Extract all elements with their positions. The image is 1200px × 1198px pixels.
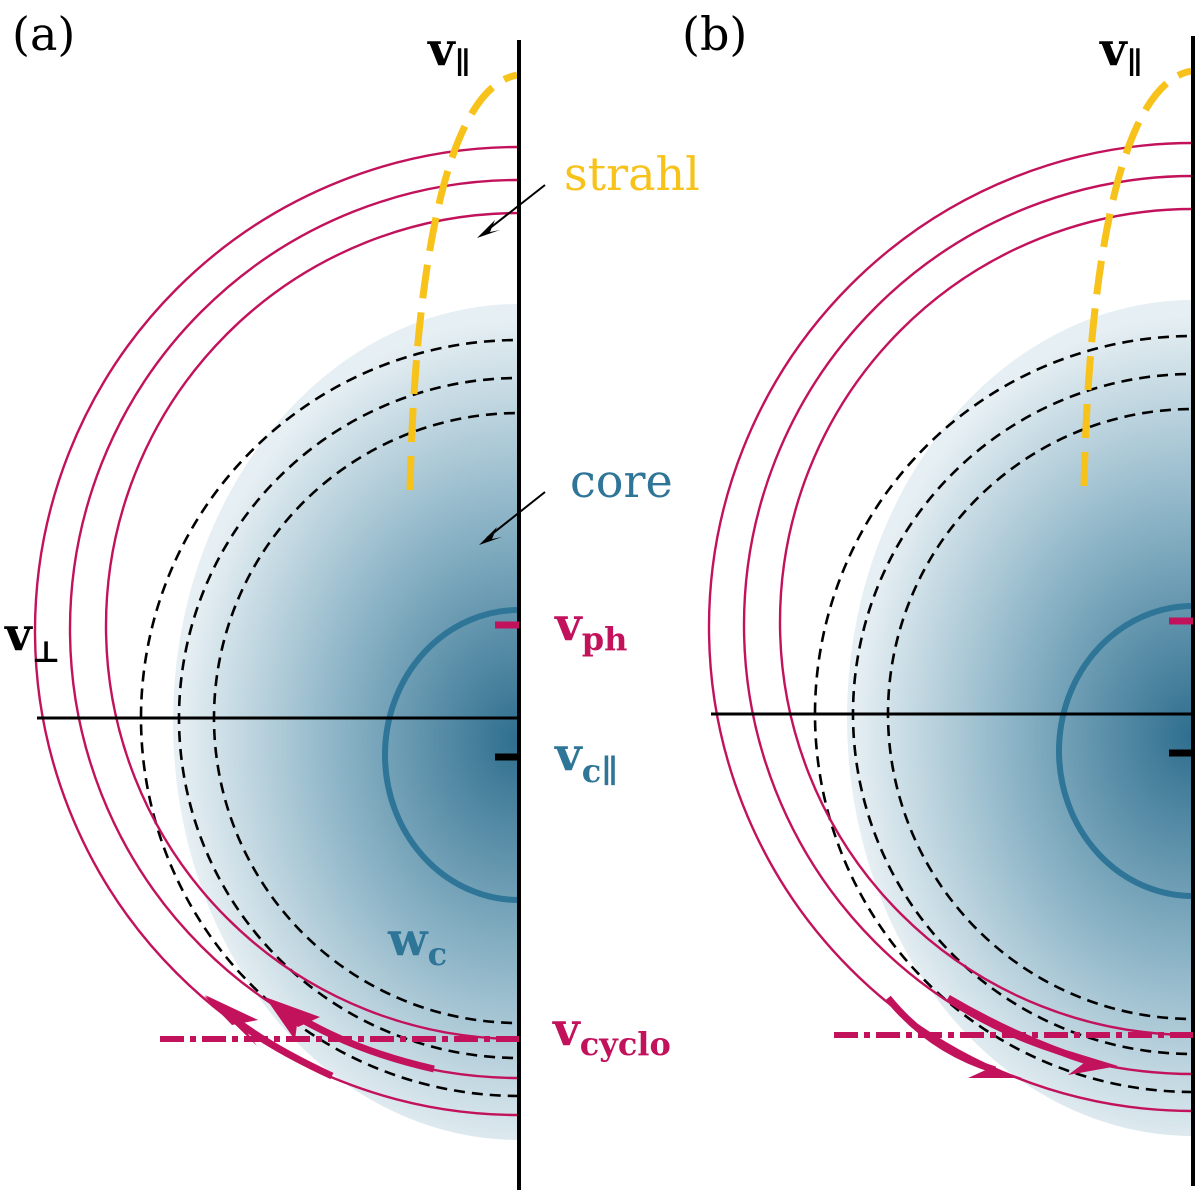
v-parallel-label: v∥ [427,22,471,81]
diffusion-arrows-b [885,994,1118,1078]
panel-a: (a) v∥ v⊥ strahl core vph vc∥ wc vcyclo [4,7,1003,1190]
diffusion-arrows-a [204,995,435,1080]
core-pointer-arrow [486,491,546,539]
strahl-label: strahl [564,147,700,201]
core-label: core [570,454,673,508]
panel-b-tag: (b) [682,7,747,61]
v-cyclo-label: vcyclo [552,1002,671,1063]
v-parallel-label-b: v∥ [1099,22,1143,81]
panel-b: (b) v∥ [682,7,1200,1186]
w-c-label: wc [387,912,447,973]
v-ph-label: vph [554,597,627,658]
panel-a-tag: (a) [12,7,75,61]
strahl-pointer-arrow [484,184,546,233]
v-perp-label: v⊥ [4,607,61,670]
v-c-parallel-label: vc∥ [554,727,618,790]
